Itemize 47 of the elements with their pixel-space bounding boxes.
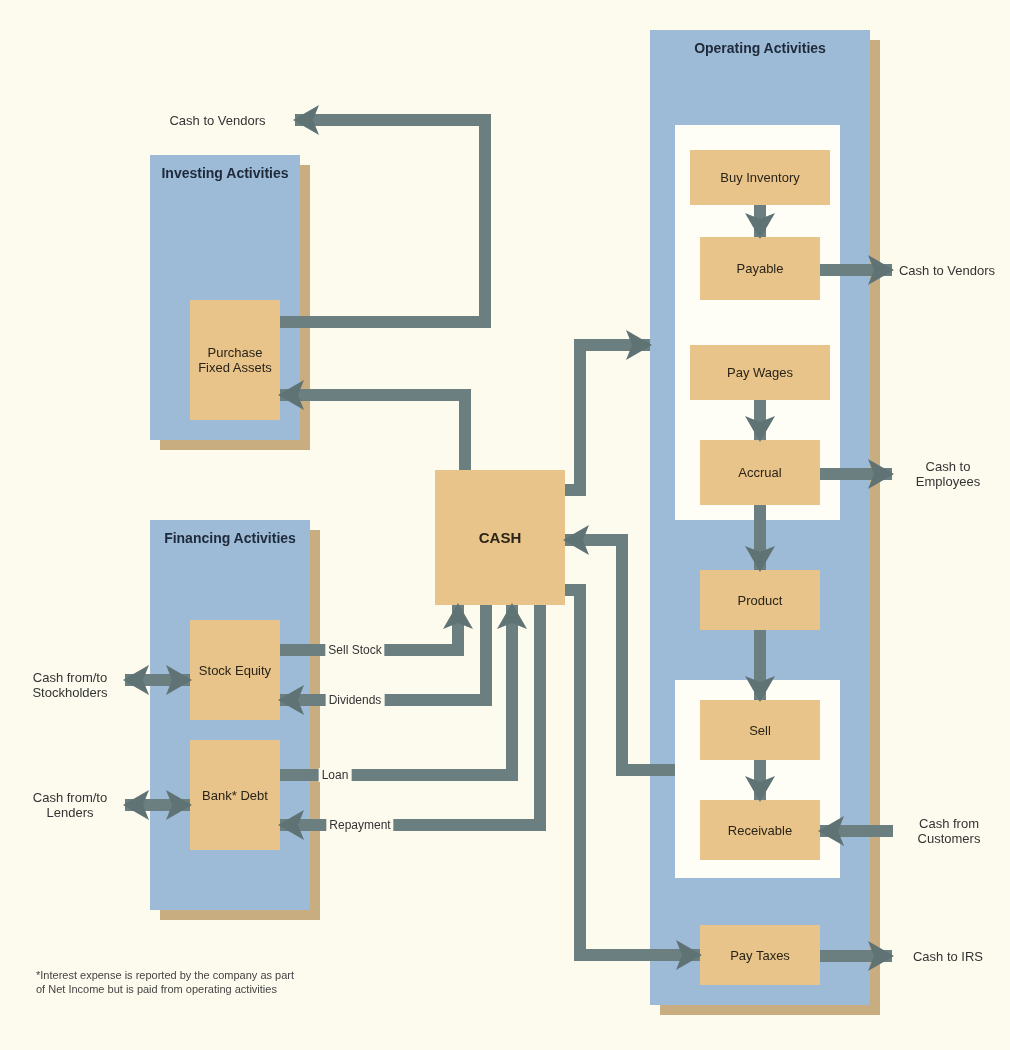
- cash-flow-label: Cash from/to Lenders: [15, 765, 125, 845]
- process-box: Bank* Debt: [190, 740, 280, 850]
- cash-flow-label: Cash to Vendors: [892, 250, 1002, 290]
- process-box: Purchase Fixed Assets: [190, 300, 280, 420]
- cash-flow-label: Cash from Customers: [893, 810, 1005, 852]
- cash-flow-label: Cash from/to Stockholders: [15, 640, 125, 730]
- footnote: *Interest expense is reported by the company as part of Net Income but is paid from operating activities: [36, 968, 296, 997]
- process-box: Buy Inventory: [690, 150, 830, 205]
- cash-box: CASH: [435, 470, 565, 605]
- process-box: Receivable: [700, 800, 820, 860]
- arrow: [280, 105, 491, 328]
- process-box: Product: [700, 570, 820, 630]
- arrow: [278, 380, 471, 470]
- arrow: [820, 941, 894, 971]
- edge-label: Dividends: [325, 693, 385, 707]
- arrow: [820, 255, 894, 285]
- process-box: Payable: [700, 237, 820, 300]
- process-box: Sell: [700, 700, 820, 760]
- arrow: [278, 605, 546, 840]
- arrow: [818, 816, 893, 846]
- edge-label: Sell Stock: [325, 643, 385, 657]
- cash-flow-label: Cash to Vendors: [140, 106, 295, 134]
- arrow: [565, 584, 702, 970]
- arrow: [745, 400, 775, 442]
- edge-label: Repayment: [326, 818, 394, 832]
- arrow: [745, 205, 775, 239]
- process-box: Pay Wages: [690, 345, 830, 400]
- arrow: [565, 330, 652, 496]
- process-box: Accrual: [700, 440, 820, 505]
- arrow: [745, 760, 775, 802]
- panel-title: Financing Activities: [164, 530, 296, 546]
- panel-title: Operating Activities: [694, 40, 826, 56]
- arrow: [745, 505, 775, 572]
- panel-title: Investing Activities: [161, 165, 289, 181]
- arrow: [123, 665, 192, 695]
- arrow: [820, 459, 894, 489]
- group-panel: [675, 125, 840, 520]
- arrow: [280, 603, 527, 781]
- arrow: [563, 525, 675, 776]
- cash-flow-label: Cash to IRS: [892, 943, 1004, 969]
- arrow: [745, 630, 775, 702]
- edge-label: Loan: [318, 768, 352, 782]
- group-panel: [675, 680, 840, 878]
- arrow: [123, 790, 192, 820]
- process-box: Stock Equity: [190, 620, 280, 720]
- process-box: Pay Taxes: [700, 925, 820, 985]
- cash-flow-label: Cash to Employees: [892, 454, 1004, 494]
